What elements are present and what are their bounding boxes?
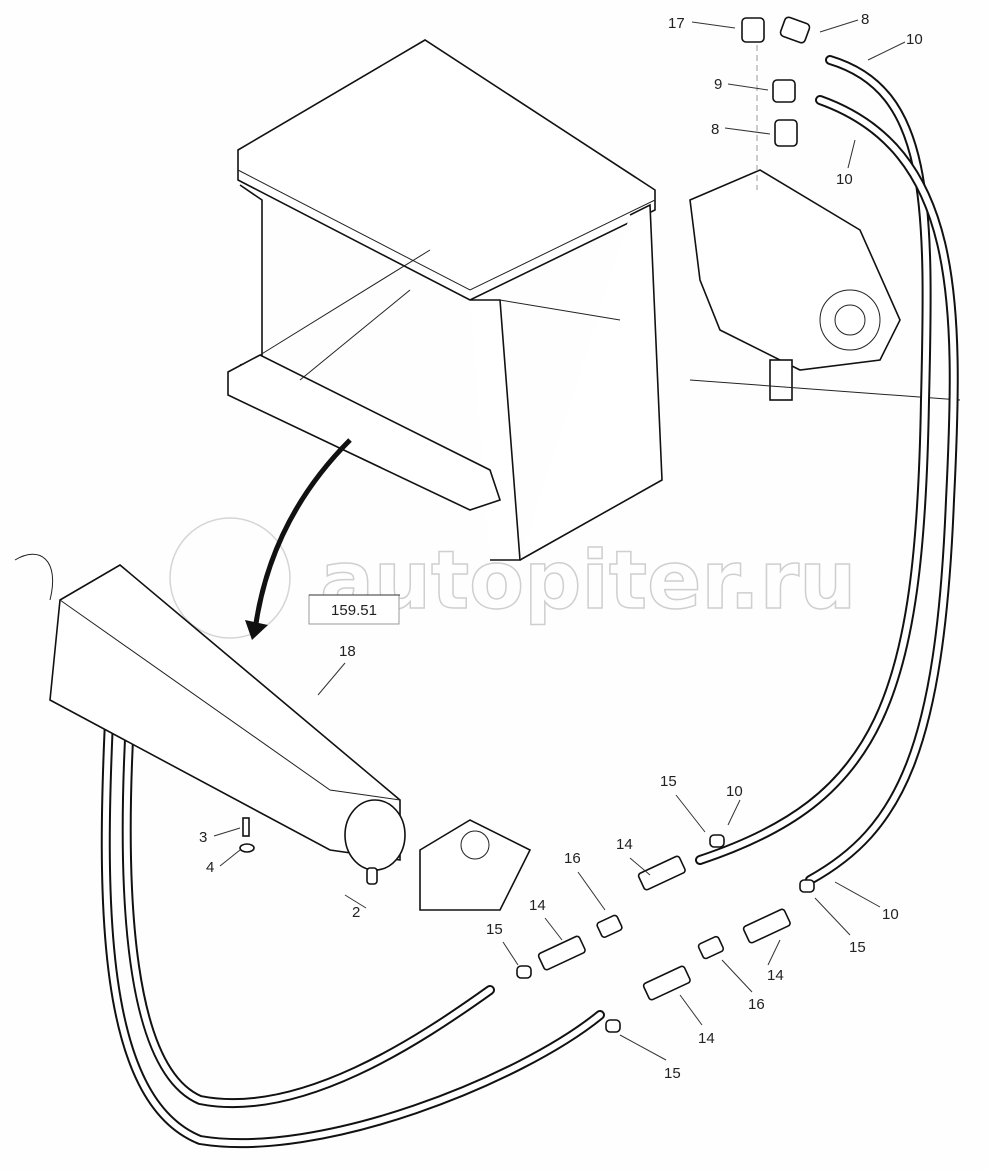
- callout-15[interactable]: 15: [660, 773, 677, 790]
- callout-15[interactable]: 15: [664, 1065, 681, 1082]
- cab-frame: [227, 39, 663, 640]
- svg-text:autopiter.ru: autopiter.ru: [320, 534, 856, 627]
- callout-17[interactable]: 17: [668, 15, 685, 32]
- callout-10[interactable]: 10: [836, 171, 853, 188]
- callout-8[interactable]: 8: [711, 121, 719, 138]
- watermark: autopiter.ru: [169, 517, 857, 639]
- callout-9[interactable]: 9: [714, 76, 722, 93]
- small-fittings: [239, 817, 815, 1033]
- hoses: [100, 55, 959, 1149]
- callout-15[interactable]: 15: [849, 939, 866, 956]
- callout-16[interactable]: 16: [564, 850, 581, 867]
- callout-2[interactable]: 2: [352, 904, 360, 921]
- callout-3[interactable]: 3: [199, 829, 207, 846]
- callout-16[interactable]: 16: [748, 996, 765, 1013]
- engine: [689, 169, 961, 401]
- callout-14[interactable]: 14: [616, 836, 633, 853]
- reference-box: [308, 594, 400, 625]
- callout-18[interactable]: 18: [339, 643, 356, 660]
- top-fittings: [741, 16, 811, 190]
- callout-4[interactable]: 4: [206, 859, 214, 876]
- callout-14[interactable]: 14: [529, 897, 546, 914]
- callout-10[interactable]: 10: [726, 783, 743, 800]
- leader-lines: [213, 19, 906, 1061]
- callout-8[interactable]: 8: [861, 11, 869, 28]
- callout-14[interactable]: 14: [698, 1030, 715, 1047]
- reference-label[interactable]: 159.51: [331, 602, 377, 619]
- callout-10[interactable]: 10: [882, 906, 899, 923]
- callout-14[interactable]: 14: [767, 967, 784, 984]
- callout-10[interactable]: 10: [906, 31, 923, 48]
- heater-unit: [14, 553, 532, 911]
- callout-15[interactable]: 15: [486, 921, 503, 938]
- callouts: 17 8 10 9 8 10 18 3 4 2 10 15 14 16 10 1…: [199, 11, 923, 1082]
- arrow: [252, 438, 352, 631]
